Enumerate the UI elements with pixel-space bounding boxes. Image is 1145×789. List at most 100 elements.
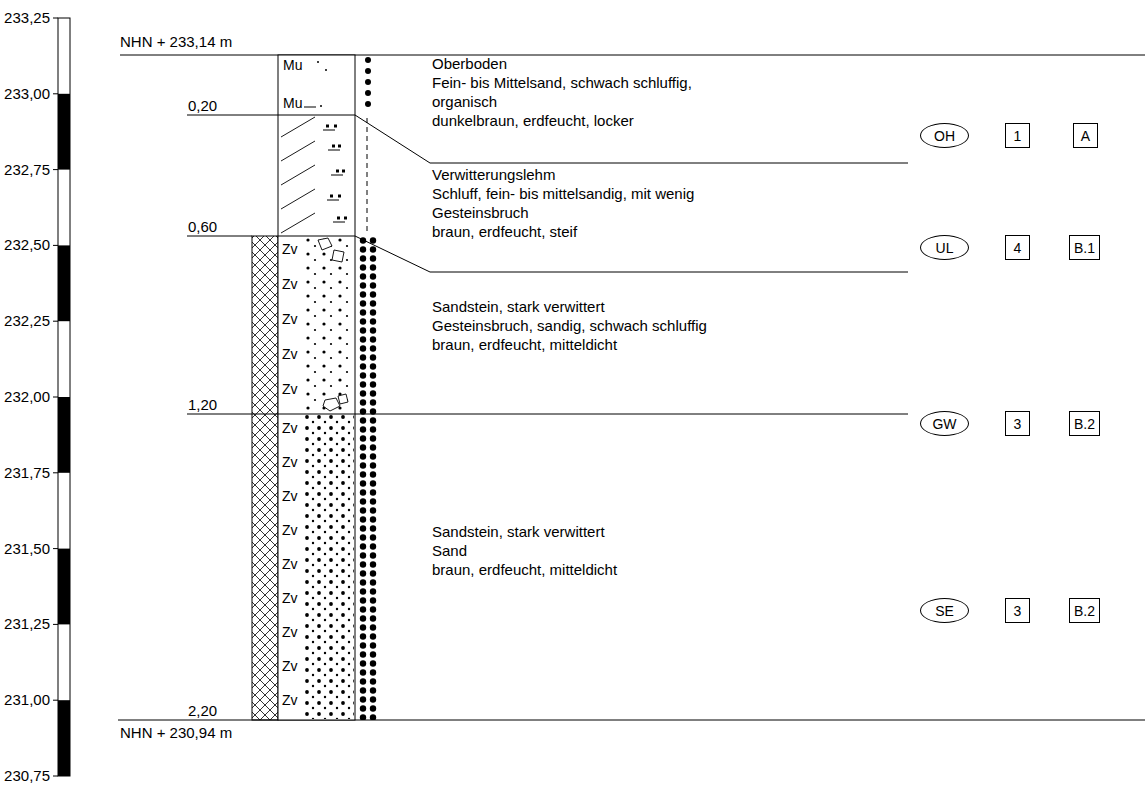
node-text: B.1 xyxy=(1074,240,1095,256)
node-text: OH xyxy=(934,128,955,144)
scale-segment xyxy=(58,700,70,776)
depth-label: 2,20 xyxy=(188,701,217,720)
moisture-column xyxy=(358,57,378,720)
class-number-box: 4 xyxy=(1005,235,1030,260)
dot xyxy=(365,68,371,74)
elevation-label: NHN + 230,94 m xyxy=(120,723,232,742)
node-text: SE xyxy=(935,603,954,619)
scale-label: 232,75 xyxy=(0,160,50,179)
soil-symbol-letters: Zv xyxy=(282,657,298,675)
soil-symbol-letters: Zv xyxy=(282,275,298,293)
soil-symbol-letters: Zv xyxy=(282,453,298,471)
layer-description: Sandstein, stark verwittert xyxy=(432,522,750,541)
scale-label: 233,25 xyxy=(0,8,50,27)
dot xyxy=(365,57,371,63)
scale-segment xyxy=(58,245,70,321)
soil-symbol-letters: Zv xyxy=(282,419,298,437)
depth-lines xyxy=(118,55,1145,720)
class-number-box: 1 xyxy=(1005,123,1030,148)
node-text: B.2 xyxy=(1074,416,1095,432)
category-box: A xyxy=(1073,123,1098,148)
node-text: 1 xyxy=(1014,128,1022,144)
soil-group-ellipse: UL xyxy=(920,235,969,260)
node-text: 3 xyxy=(1014,416,1022,432)
elevation-label: NHN + 233,14 m xyxy=(120,32,232,51)
scale-ticks xyxy=(53,18,58,776)
soil-column xyxy=(278,55,355,720)
category-box: B.2 xyxy=(1069,411,1100,436)
scale-bar xyxy=(53,18,70,776)
soil-group-ellipse: OH xyxy=(920,123,969,148)
layer-description: Fein- bis Mittelsand, schwach schluffig,… xyxy=(432,73,750,111)
soil-symbol-letters: Zv xyxy=(282,623,298,641)
scale-frame xyxy=(58,18,70,776)
layer-description: Schluff, fein- bis mittelsandig, mit wen… xyxy=(432,184,750,222)
gravel-sand-fill xyxy=(304,237,354,413)
class-number-box: 3 xyxy=(1005,598,1030,623)
layer-boundaries xyxy=(278,115,355,414)
layer-description: braun, erdfeucht, mitteldicht xyxy=(432,560,750,579)
soil-symbol-letters: Zv xyxy=(282,240,298,258)
scale-label: 231,50 xyxy=(0,539,50,558)
soil-symbol-letters: Zv xyxy=(282,487,298,505)
scale-label: 231,25 xyxy=(0,614,50,633)
scale-label: 232,50 xyxy=(0,235,50,254)
node-text: 4 xyxy=(1014,240,1022,256)
layer-description: Gesteinsbruch, sandig, schwach schluffig xyxy=(432,316,750,335)
category-box: B.2 xyxy=(1069,598,1100,623)
soil-symbol-letters: Zv xyxy=(282,310,298,328)
scale-label: 231,75 xyxy=(0,463,50,482)
soil-symbol-letters: Zv xyxy=(282,521,298,539)
scale-label: 232,00 xyxy=(0,387,50,406)
layer-description: braun, erdfeucht, mitteldicht xyxy=(432,335,750,354)
soil-symbol-letters: Zv xyxy=(282,555,298,573)
rock-fragments xyxy=(318,238,348,411)
node-text: GW xyxy=(932,416,956,432)
layer-description: braun, erdfeucht, steif xyxy=(432,222,750,241)
loam-marks xyxy=(323,126,347,222)
dot xyxy=(365,90,371,96)
loam-hatch xyxy=(279,116,319,235)
layer-description: Sandstein, stark verwittert xyxy=(432,297,750,316)
dot xyxy=(365,79,371,85)
silt-dash xyxy=(323,130,345,222)
scale-label: 230,75 xyxy=(0,766,50,785)
node-text: UL xyxy=(936,240,954,256)
dot xyxy=(365,101,371,107)
node-text: B.2 xyxy=(1074,603,1095,619)
scale-label: 231,00 xyxy=(0,690,50,709)
casing-hatch xyxy=(252,236,278,720)
class-number-box: 3 xyxy=(1005,411,1030,436)
scale-segment xyxy=(58,549,70,625)
layer-description: dunkelbraun, erdfeucht, locker xyxy=(432,111,750,130)
sand-dot xyxy=(325,69,327,71)
sand-dot xyxy=(317,61,319,63)
layer-description: Oberboden xyxy=(432,54,750,73)
soil-symbol-letters: Mu xyxy=(283,94,302,112)
depth-label: 0,60 xyxy=(188,217,217,236)
node-text: 3 xyxy=(1014,603,1022,619)
soil-symbol-letters: Zv xyxy=(282,345,298,363)
scale-label: 232,25 xyxy=(0,311,50,330)
sand-marks xyxy=(326,126,347,218)
soil-symbol-letters: Zv xyxy=(282,380,298,398)
soil-group-ellipse: GW xyxy=(920,411,969,436)
scale-segment xyxy=(58,94,70,170)
scale-label: 233,00 xyxy=(0,84,50,103)
depth-label: 1,20 xyxy=(188,395,217,414)
category-box: B.1 xyxy=(1069,235,1100,260)
scale-segment xyxy=(58,397,70,473)
layer-leader xyxy=(355,236,908,272)
dashed-line xyxy=(367,118,368,233)
dot-fill xyxy=(358,236,378,720)
sand-fill xyxy=(304,415,354,719)
soil-symbol-letters: Zv xyxy=(282,691,298,709)
layer-description: Sand xyxy=(432,541,750,560)
soil-symbol-letters: Zv xyxy=(282,589,298,607)
sand-dot xyxy=(320,105,322,107)
layer-description: Verwitterungslehm xyxy=(432,165,750,184)
soil-group-ellipse: SE xyxy=(920,598,969,623)
depth-label: 0,20 xyxy=(188,96,217,115)
silt-dash xyxy=(304,107,316,108)
